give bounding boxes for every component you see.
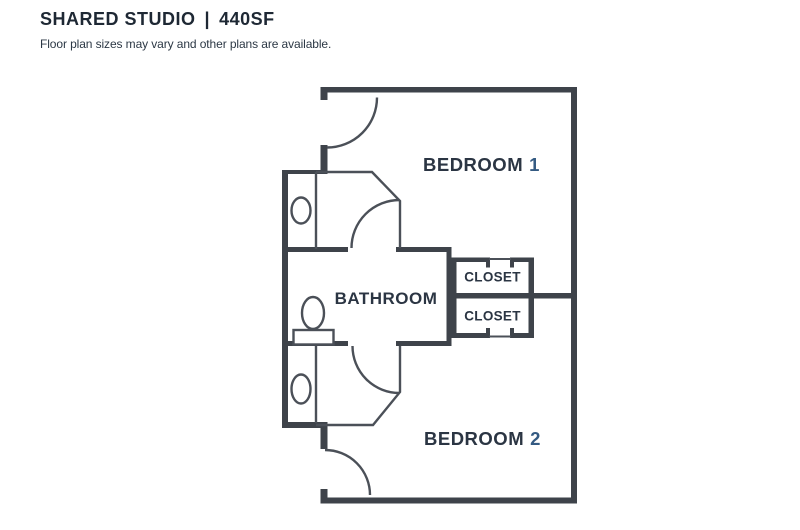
toilet-room-2-bottom-wall bbox=[282, 422, 322, 428]
title-separator: | bbox=[204, 9, 211, 29]
bathroom-label: BATHROOM bbox=[335, 289, 438, 308]
closet-bottom-door-jamb-left bbox=[486, 328, 490, 338]
closet-top-wall-right-seg bbox=[510, 257, 534, 262]
bedroom-2-label: BEDROOM 2 bbox=[424, 428, 541, 449]
closet-bottom-wall-right-seg bbox=[510, 333, 534, 338]
bedroom-1-word: BEDROOM bbox=[423, 154, 523, 175]
bathroom-top-wall-left bbox=[282, 247, 348, 252]
bathroom-top-wall-right bbox=[396, 247, 452, 252]
toilet-1-icon bbox=[290, 196, 312, 225]
plan-header: SHARED STUDIO | 440SF Floor plan sizes m… bbox=[40, 9, 331, 51]
bathroom-right-wall bbox=[446, 247, 452, 346]
closet-bottom-label: CLOSET bbox=[464, 309, 521, 324]
top-wall bbox=[320, 87, 577, 93]
sink-pedestal-icon bbox=[292, 328, 335, 346]
bathroom-bottom-wall-right bbox=[396, 341, 452, 346]
bathroom-lower-vestibule-wall bbox=[316, 346, 402, 427]
closet-top-label: CLOSET bbox=[464, 270, 521, 285]
closet-bottom-door-jamb-right bbox=[510, 328, 514, 338]
bathroom-lower-door-swing-arc bbox=[351, 345, 400, 395]
bottom-wall-end-cap bbox=[320, 489, 328, 504]
entry-door-2-swing-arc bbox=[324, 448, 372, 496]
plan-name: SHARED STUDIO bbox=[40, 9, 196, 29]
closet-top-door-jamb-right bbox=[510, 257, 514, 268]
left-wall bbox=[282, 170, 288, 428]
entry-door-1-swing-arc bbox=[326, 97, 379, 149]
bottom-wall bbox=[320, 497, 577, 504]
bathroom-upper-vestibule-wall bbox=[316, 170, 402, 248]
closet-top-wall-left-seg bbox=[451, 257, 490, 262]
bedroom-2-number: 2 bbox=[530, 428, 541, 449]
toilet-2-icon bbox=[290, 373, 312, 405]
closet-top-door-jamb-left bbox=[486, 257, 490, 268]
plan-area: 440SF bbox=[219, 9, 275, 29]
bedroom-1-label: BEDROOM 1 bbox=[423, 154, 540, 175]
bathroom-upper-door-swing-arc bbox=[350, 198, 400, 249]
top-wall-end-cap bbox=[320, 87, 328, 100]
bedroom-1-number: 1 bbox=[529, 154, 540, 175]
closet-divider-wall bbox=[451, 293, 572, 299]
bedroom-2-word: BEDROOM bbox=[424, 428, 524, 449]
page-title: SHARED STUDIO | 440SF bbox=[40, 9, 331, 30]
closet-bottom-wall-left-seg bbox=[451, 333, 490, 338]
left-wall-stub-upper bbox=[320, 145, 328, 174]
plan-disclaimer: Floor plan sizes may vary and other plan… bbox=[40, 37, 332, 51]
left-wall-stub-lower bbox=[320, 422, 328, 449]
toilet-room-1-top-wall bbox=[282, 170, 328, 174]
sink-basin-icon bbox=[300, 295, 326, 331]
right-wall bbox=[571, 87, 577, 504]
